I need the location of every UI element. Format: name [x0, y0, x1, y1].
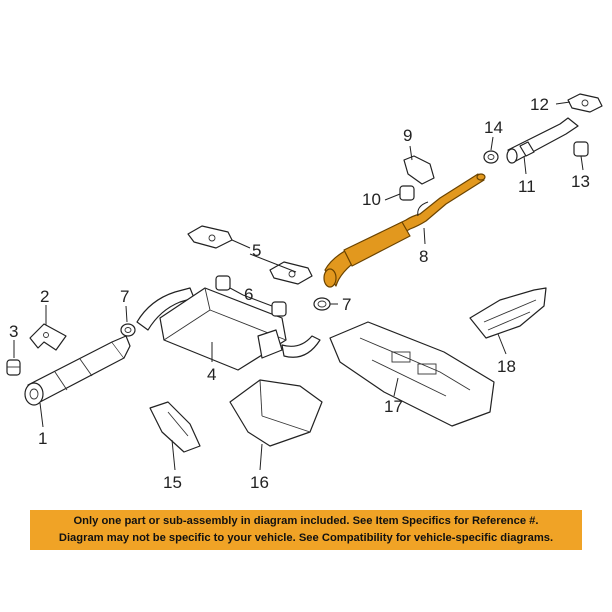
part-17-floor-heat-shield[interactable]: [329, 321, 495, 427]
callout-13: 13: [571, 172, 590, 191]
part-3-insulator[interactable]: [6, 359, 21, 376]
callout-15: 15: [163, 473, 182, 492]
callout-numbers: 1 2 3 4 5 6 7 7 8 9 10 11 12 13 14 15 16…: [9, 95, 590, 492]
compatibility-notice: Only one part or sub-assembly in diagram…: [30, 510, 582, 550]
callout-3: 3: [9, 322, 18, 341]
callout-6: 6: [244, 285, 253, 304]
part-18-heat-shield[interactable]: [469, 287, 547, 339]
part-16-heat-shield[interactable]: [229, 379, 323, 447]
callout-16: 16: [250, 473, 269, 492]
notice-line-1: Only one part or sub-assembly in diagram…: [73, 515, 539, 527]
part-5-hangers[interactable]: [187, 225, 313, 285]
part-14-clamp[interactable]: [483, 150, 499, 164]
part-12-gasket[interactable]: [567, 93, 603, 113]
part-8-intermediate-pipe[interactable]: [323, 173, 486, 288]
callout-7-left: 7: [120, 287, 129, 306]
part-11-front-pipe[interactable]: [506, 117, 579, 164]
part-7-clamps[interactable]: [120, 297, 331, 337]
callout-12: 12: [530, 95, 549, 114]
callout-7-right: 7: [342, 295, 351, 314]
part-9-bracket[interactable]: [403, 155, 435, 185]
callout-5: 5: [252, 241, 261, 260]
callout-1: 1: [38, 429, 47, 448]
callout-2: 2: [40, 287, 49, 306]
leader-lines: [13, 101, 584, 471]
notice-line-2: Diagram may not be specific to your vehi…: [58, 532, 554, 544]
part-6-insulators[interactable]: [215, 275, 287, 317]
part-10-insulator[interactable]: [399, 185, 415, 201]
part-4-muffler-assembly[interactable]: [136, 287, 321, 371]
part-15-heat-shield[interactable]: [149, 401, 201, 453]
callout-9: 9: [403, 126, 412, 145]
callout-8: 8: [419, 247, 428, 266]
callout-10: 10: [362, 190, 381, 209]
callout-14: 14: [484, 118, 503, 137]
callout-17: 17: [384, 397, 403, 416]
part-2-bracket[interactable]: [29, 323, 67, 351]
part-1-front-muffler[interactable]: [24, 335, 131, 406]
callout-11: 11: [518, 177, 536, 196]
callout-18: 18: [497, 357, 516, 376]
callout-4: 4: [207, 365, 216, 384]
part-13-insulator[interactable]: [573, 141, 589, 157]
